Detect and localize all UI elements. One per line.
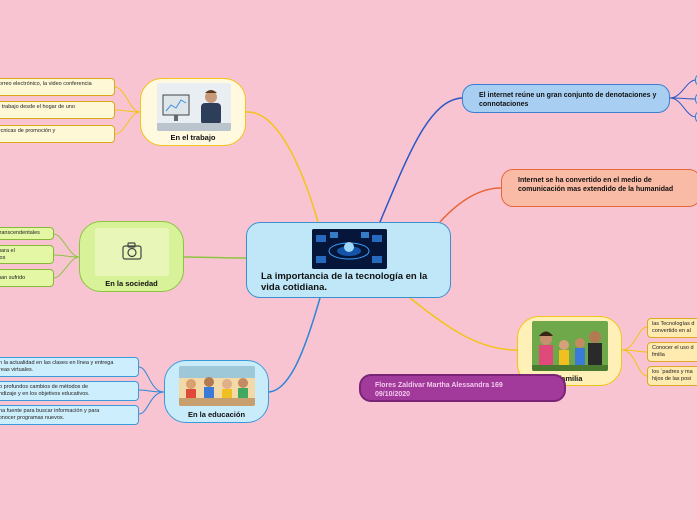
author-info[interactable]: Flores Zaldivar Martha Alessandra 169 09… xyxy=(359,374,566,402)
branch-familia-label: o familia xyxy=(552,374,583,383)
educacion-leaf-1[interactable]: en la actualidad en las clases en línea … xyxy=(0,357,139,377)
topic-internet-connotations[interactable]: El internet reúne un gran conjunto de de… xyxy=(462,84,670,113)
familia-leaf-2[interactable]: Conocer el uso d fmilia xyxy=(647,342,697,362)
topic-internet-communication[interactable]: Internet se ha convertido en el medio de… xyxy=(501,169,697,207)
author-date: 09/10/2020 xyxy=(375,391,411,398)
branch-sociedad-label: En la sociedad xyxy=(105,279,158,288)
sociedad-leaf-1[interactable]: transcendentales xyxy=(0,227,54,240)
trabajo-leaf-2[interactable]: el trabajo desde el hogar de uno xyxy=(0,101,115,119)
central-title: La importancia de la tecnología en la vi… xyxy=(261,271,428,293)
branch-educacion-label: En la educación xyxy=(187,410,246,419)
classroom-image xyxy=(179,366,255,406)
sociedad-leaf-3[interactable]: nan sufrido xyxy=(0,269,54,287)
branch-trabajo-label: En el trabajo xyxy=(170,133,216,142)
branch-educacion[interactable]: En la educación xyxy=(164,360,269,423)
trabajo-leaf-3[interactable]: técnicas de promoción y xyxy=(0,125,115,143)
sociedad-leaf-2[interactable]: para el tos xyxy=(0,245,54,264)
camera-icon xyxy=(95,228,169,276)
family-image xyxy=(532,321,608,371)
educacion-leaf-3[interactable]: una fuente para buscar información y par… xyxy=(0,405,139,425)
author-name: Flores Zaldivar Martha Alessandra 169 xyxy=(375,382,503,389)
familia-leaf-1[interactable]: las Tecnologías d convertido en al xyxy=(647,318,697,338)
technology-image xyxy=(312,229,387,269)
central-topic[interactable]: La importancia de la tecnología en la vi… xyxy=(246,222,451,298)
familia-leaf-3[interactable]: los `padres y ma hijos de las posi xyxy=(647,366,697,386)
educacion-leaf-2[interactable]: do profundos cambios de métodos de endiz… xyxy=(0,381,139,401)
trabajo-leaf-1[interactable]: correo electrónico, la video conferencia xyxy=(0,78,115,96)
branch-sociedad[interactable]: En la sociedad xyxy=(79,221,184,292)
office-worker-image xyxy=(157,83,231,131)
branch-trabajo[interactable]: En el trabajo xyxy=(140,78,246,146)
